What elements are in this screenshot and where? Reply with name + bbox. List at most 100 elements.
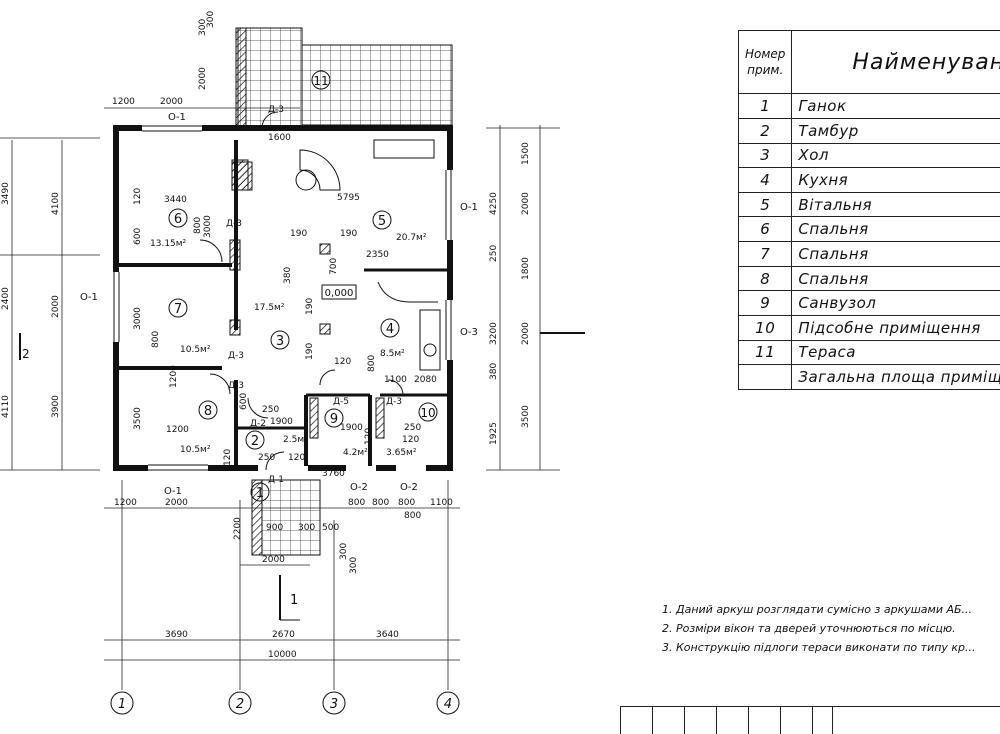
table-cell-num [739, 365, 792, 390]
dim-text: 380 [283, 267, 293, 284]
dim-text: 1925 [489, 422, 499, 445]
table-cell-name: Хол [792, 143, 1000, 168]
dim-text: 3640 [376, 630, 399, 640]
dim-text: 1500 [521, 142, 531, 165]
table-header-name: Найменування [792, 31, 1000, 94]
dim-text: 190 [290, 229, 307, 239]
table-row: Загальна площа приміщень [739, 365, 1000, 390]
axis-bubble: 1 [111, 692, 133, 714]
room-area: 13.15м² [150, 239, 187, 249]
dim-text: 4110 [1, 395, 11, 418]
window-label: О-1 [168, 112, 186, 123]
dim-text: 120 [334, 357, 351, 367]
table-cell-num: 8 [739, 266, 792, 291]
room-area: 4.2м² [343, 448, 368, 458]
title-block-stamp [620, 706, 1000, 734]
dim-text: 2000 [51, 295, 61, 318]
table-cell-num: 10 [739, 315, 792, 340]
axis-bubble: 4 [437, 692, 459, 714]
room-marker: 2 [246, 431, 264, 449]
dim-text: 3500 [133, 407, 143, 430]
note-line: 2. Розміри вікон та дверей уточнюються п… [662, 619, 1000, 638]
axis-bubble: 3 [323, 692, 345, 714]
dim-text: 2000 [262, 555, 285, 565]
dim-text: 2200 [233, 517, 243, 540]
dim-text: 1100 [384, 375, 407, 385]
table-cell-name: Тамбур [792, 118, 1000, 143]
door-label: Д-3 [226, 219, 242, 229]
dim-text: 190 [305, 298, 315, 315]
window-label: О-1 [460, 202, 478, 213]
table-cell-num: 6 [739, 217, 792, 242]
svg-text:7: 7 [174, 302, 182, 317]
table-cell-num: 5 [739, 192, 792, 217]
table-cell-num: 4 [739, 168, 792, 193]
door-label: Д-3 [268, 105, 284, 115]
dim-text: 300 [206, 11, 216, 28]
svg-text:4: 4 [444, 697, 452, 712]
dim-text: 3000 [133, 307, 143, 330]
dim-text: 1200 [169, 365, 179, 388]
window-label: О-2 [400, 482, 418, 493]
table-cell-name: Санвузол [792, 291, 1000, 316]
svg-text:2: 2 [236, 697, 244, 712]
dim-text: 1600 [268, 133, 291, 143]
table-cell-num: 1 [739, 94, 792, 119]
room-area: 17.5м² [254, 303, 285, 313]
table-cell-num: 3 [739, 143, 792, 168]
table-header-row: Номер прим. Найменування [739, 31, 1000, 94]
dim-text: 300 [339, 543, 349, 560]
table-cell-name: Загальна площа приміщень [792, 365, 1000, 390]
dim-text: 800 [398, 498, 415, 508]
dim-text: 1200 [114, 498, 137, 508]
dim-text: 2000 [165, 498, 188, 508]
dim-text: 3490 [1, 182, 11, 205]
dim-text: 4100 [51, 192, 61, 215]
dim-text: 2670 [272, 630, 295, 640]
dim-text: 2000 [521, 192, 531, 215]
dim-text: 800 [404, 511, 421, 521]
dim-text: 2000 [160, 97, 183, 107]
door-label: Д-3 [386, 397, 402, 407]
table-cell-num: 9 [739, 291, 792, 316]
stamp-cell [620, 707, 621, 734]
section-mark-left: 2 [22, 347, 30, 361]
room-marker: 4 [381, 319, 399, 337]
dim-text: 2000 [521, 322, 531, 345]
table-cell-name: Кухня [792, 168, 1000, 193]
dim-text: 3760 [322, 469, 345, 479]
room-area: 10.5м² [180, 345, 211, 355]
dim-text: 250 [404, 423, 421, 433]
door-label: Д-3 [228, 381, 244, 391]
svg-text:9: 9 [330, 412, 338, 427]
window-label: О-3 [460, 327, 478, 338]
table-cell-name: Спальня [792, 217, 1000, 242]
dim-text: 5795 [337, 193, 360, 203]
dim-text: 250 [262, 405, 279, 415]
dim-text: 300 [349, 557, 359, 574]
door-label: Д-5 [333, 397, 349, 407]
dim-text: 250 [258, 453, 275, 463]
dim-text: 3500 [521, 405, 531, 428]
dim-text: 600 [133, 228, 143, 245]
dim-text: 700 [329, 258, 339, 275]
stamp-cell [716, 707, 717, 734]
stamp-cell [652, 707, 653, 734]
dim-text: 250 [489, 245, 499, 262]
door-swings [200, 112, 403, 470]
room-area: 20.7м² [396, 233, 427, 243]
note-line: 1. Даний аркуш розглядати сумісно з арку… [662, 600, 1000, 619]
level-mark: 0,000 [322, 285, 356, 299]
room-area: 3.65м² [386, 448, 417, 458]
stamp-cell [684, 707, 685, 734]
dim-text: 120 [223, 449, 233, 466]
room-area: 10.5м² [180, 445, 211, 455]
dim-text: 190 [340, 229, 357, 239]
dim-text: 800 [367, 355, 377, 372]
table-cell-num: 11 [739, 340, 792, 365]
